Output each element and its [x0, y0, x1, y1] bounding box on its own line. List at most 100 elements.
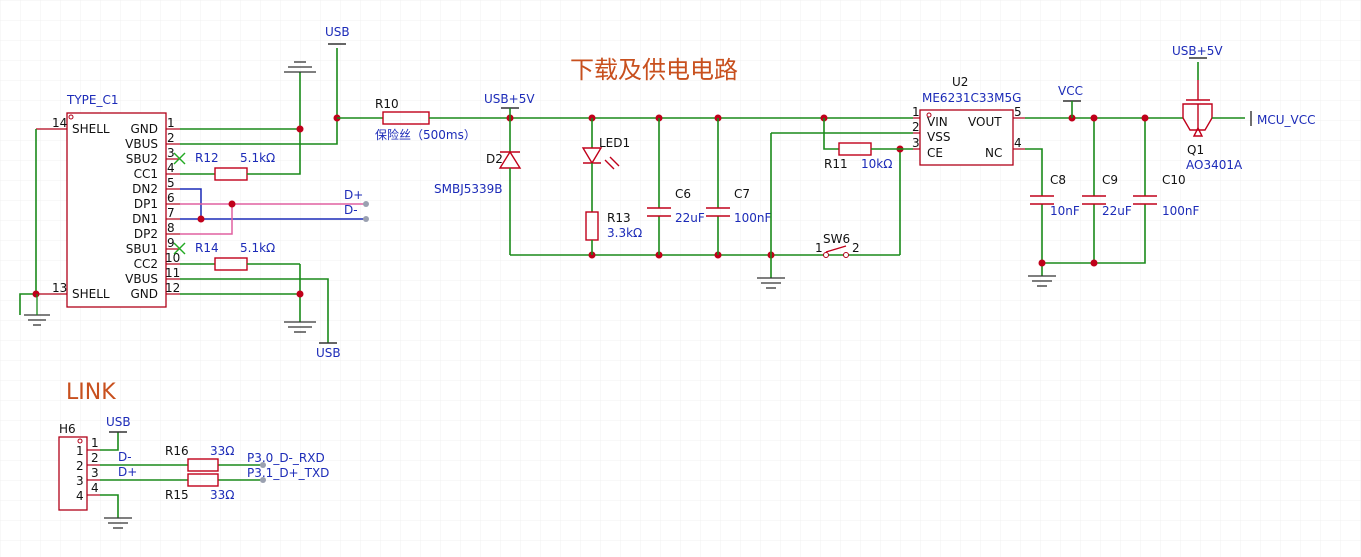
u2-pin-vout: VOUT — [968, 115, 1002, 129]
title-link: LINK — [66, 380, 116, 405]
link-usb-label: USB — [106, 415, 131, 429]
capacitor-c10[interactable]: C10 100nF — [1133, 173, 1200, 218]
pin-name-cc2: CC2 — [134, 257, 158, 271]
r11-ref: R11 — [824, 157, 848, 171]
pin-num-2: 2 — [167, 131, 175, 145]
capacitor-c6[interactable]: C6 22uF — [647, 118, 705, 255]
h6-pin2-label: 2 — [76, 459, 84, 473]
capacitor-c9[interactable]: C9 22uF — [1082, 173, 1132, 218]
c10-value: 100nF — [1162, 204, 1200, 218]
type-c-ref: TYPE_C1 — [66, 93, 119, 107]
type-c-pin13-num: 13 — [52, 281, 67, 295]
led1[interactable]: LED1 — [581, 118, 630, 212]
sw6-pin1: 1 — [815, 241, 823, 255]
h6-pin3-label: 3 — [76, 474, 84, 488]
ground-icon — [284, 321, 316, 333]
c8-value: 10nF — [1050, 204, 1080, 218]
ground-icon — [284, 61, 316, 73]
switch-sw6[interactable]: SW6 1 2 — [815, 232, 860, 258]
d2-value: SMBJ5339B — [434, 182, 503, 196]
u2-pin2-num: 2 — [912, 120, 920, 134]
usb-net-top: USB — [325, 25, 350, 45]
pin-num-10: 10 — [165, 251, 180, 265]
type-c-pin14-num: 14 — [52, 116, 67, 130]
ground-icon — [1028, 275, 1056, 287]
usb5v-net-d2: USB+5V — [484, 92, 535, 118]
u2-pin5-num: 5 — [1014, 105, 1022, 119]
type-c-right-pins — [166, 128, 180, 295]
u2-pin-vin: VIN — [927, 115, 948, 129]
sw6-pin2: 2 — [852, 241, 860, 255]
r15-ref: R15 — [165, 488, 189, 502]
pin-num-11: 11 — [165, 266, 180, 280]
diode-d2[interactable]: D2 SMBJ5339B — [434, 118, 522, 255]
r13-ref: R13 — [607, 211, 631, 225]
r15-value: 33Ω — [210, 488, 234, 502]
c9-ref: C9 — [1102, 173, 1118, 187]
pin-name-dn1: DN1 — [132, 212, 158, 226]
resistor-r12[interactable]: R12 5.1kΩ — [180, 151, 275, 181]
h6-pin4-num: 4 — [91, 481, 99, 495]
ground-icon — [24, 294, 50, 326]
pin-name-sbu2: SBU2 — [126, 152, 158, 166]
p31-label: P3.1_D+_TXD — [247, 466, 329, 480]
r12-value: 5.1kΩ — [240, 151, 275, 165]
r10-value: 保险丝（500ms） — [375, 127, 476, 142]
c8-ref: C8 — [1050, 173, 1066, 187]
usb-bottom-wiring — [180, 264, 329, 343]
p30-label: P3.0_D-_RXD — [247, 451, 325, 465]
resistor-r11[interactable]: R11 10kΩ — [824, 142, 913, 171]
r14-value: 5.1kΩ — [240, 241, 275, 255]
pin-num-6: 6 — [167, 191, 175, 205]
u2-pin-vss: VSS — [927, 130, 950, 144]
c7-value: 100nF — [734, 211, 772, 225]
r16-ref: R16 — [165, 444, 189, 458]
r11-value: 10kΩ — [861, 157, 892, 171]
pin-num-12: 12 — [165, 281, 180, 295]
link-dplus-label: D+ — [118, 465, 137, 479]
u2-pin3-num: 3 — [912, 136, 920, 150]
pin-num-8: 8 — [167, 221, 175, 235]
shell-wiring — [19, 129, 40, 315]
c6-value: 22uF — [675, 211, 705, 225]
u2-pin-nc: NC — [985, 146, 1002, 160]
pin-num-1: 1 — [167, 116, 175, 130]
type-c-pin13-name: SHELL — [72, 287, 110, 301]
resistor-r14[interactable]: R14 5.1kΩ — [180, 241, 300, 271]
type-c-connector[interactable]: TYPE_C1 14 13 SHELL SHELL 1 2 3 4 5 — [36, 93, 186, 308]
u2-pin-ce: CE — [927, 146, 943, 160]
dminus-label: D- — [344, 203, 358, 217]
capacitor-c8[interactable]: C8 10nF — [1030, 173, 1080, 218]
pin-name-cc1: CC1 — [134, 167, 158, 181]
usb-net-bottom: USB — [316, 342, 341, 360]
capacitor-c7[interactable]: C7 100nF — [706, 118, 772, 255]
pin-num-9: 9 — [167, 236, 175, 250]
no-connect-icon — [173, 152, 186, 255]
r14-ref: R14 — [195, 241, 219, 255]
led1-ref: LED1 — [599, 136, 630, 150]
r10-ref: R10 — [375, 97, 399, 111]
pin-name-vbus2: VBUS — [125, 272, 158, 286]
link-dminus-label: D- — [118, 450, 132, 464]
c7-ref: C7 — [734, 187, 750, 201]
resistor-r13[interactable]: R13 3.3kΩ — [585, 211, 642, 255]
output-rail — [1025, 114, 1183, 276]
regulator-u2[interactable]: U2 ME6231C33M5G 1 2 3 VIN VSS CE 5 4 VOU… — [912, 75, 1025, 166]
q1-ref: Q1 — [1187, 143, 1204, 157]
pin-name-dp1: DP1 — [134, 197, 158, 211]
link-wiring — [100, 432, 266, 518]
resistor-r16[interactable]: R16 33Ω — [165, 444, 234, 472]
header-h6[interactable]: H6 1 2 3 4 1 2 3 4 — [58, 422, 100, 511]
c10-ref: C10 — [1162, 173, 1186, 187]
h6-pin4-label: 4 — [76, 489, 84, 503]
u2-pin4-num: 4 — [1014, 136, 1022, 150]
resistor-r15[interactable]: R15 33Ω — [165, 473, 234, 502]
d2-ref: D2 — [486, 152, 503, 166]
pin-name-gnd2: GND — [130, 287, 158, 301]
pin-num-5: 5 — [167, 176, 175, 190]
usb5v-label-d2: USB+5V — [484, 92, 535, 106]
sw6-ref: SW6 — [823, 232, 850, 246]
ground-icon — [757, 133, 785, 289]
ground-icon — [104, 517, 132, 529]
mosfet-q1[interactable]: Q1 AO3401A — [1182, 57, 1252, 172]
